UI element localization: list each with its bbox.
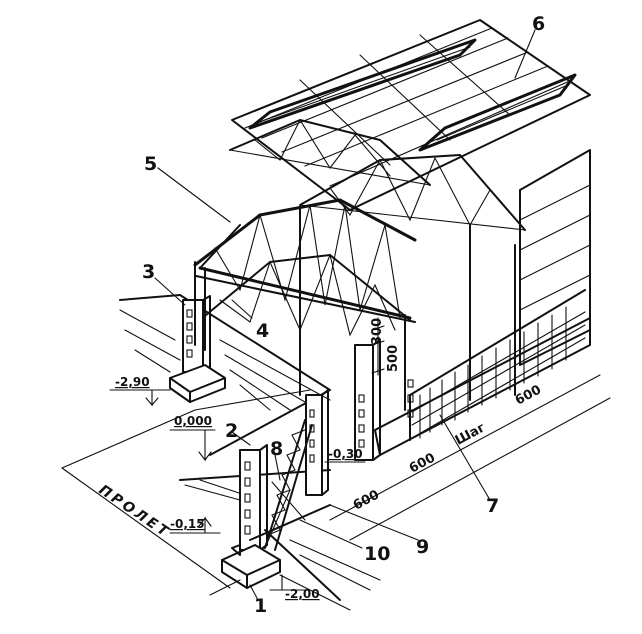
dim-500: 500: [386, 345, 401, 372]
callout-3: 3: [142, 261, 155, 283]
elevation-markers: [109, 389, 366, 591]
callout-9: 9: [416, 536, 429, 558]
callout-10: 10: [364, 543, 390, 565]
elevation-column-mark: -0,30: [328, 447, 363, 461]
dim-300: 300: [370, 318, 385, 345]
roof-panels: [231, 19, 591, 366]
callout-5: 5: [144, 153, 157, 175]
elevation-bottom-a: -0,15: [170, 517, 205, 531]
callout-2: 2: [225, 420, 238, 442]
dim-600-a: 600: [351, 488, 382, 514]
elevation-bottom-b: -2,00: [285, 587, 320, 601]
callout-4: 4: [256, 320, 269, 342]
callout-1: 1: [254, 595, 267, 617]
back-wall: [299, 207, 516, 401]
side-wall: [329, 289, 611, 541]
span-dimension: [61, 389, 311, 596]
callout-7: 7: [486, 495, 499, 517]
dim-600-b: 600: [407, 451, 438, 477]
column-2: [221, 444, 281, 589]
crane-boom: [249, 419, 331, 551]
vertical-dims: [371, 317, 385, 376]
span-label: ПРОЛЕТ: [96, 482, 173, 541]
column-mid: [305, 389, 329, 496]
callout-6: 6: [532, 13, 545, 35]
elevation-top-foundation: -2,90: [115, 375, 150, 389]
dim-600-c: 600: [513, 383, 544, 409]
far-trusses: [229, 118, 526, 231]
leader-lines: [154, 29, 536, 601]
column-frame-left: [194, 261, 206, 351]
elevation-floor: 0,000: [174, 414, 212, 428]
callout-8: 8: [270, 438, 283, 460]
column-right: [354, 314, 414, 461]
column-3: [169, 295, 226, 403]
